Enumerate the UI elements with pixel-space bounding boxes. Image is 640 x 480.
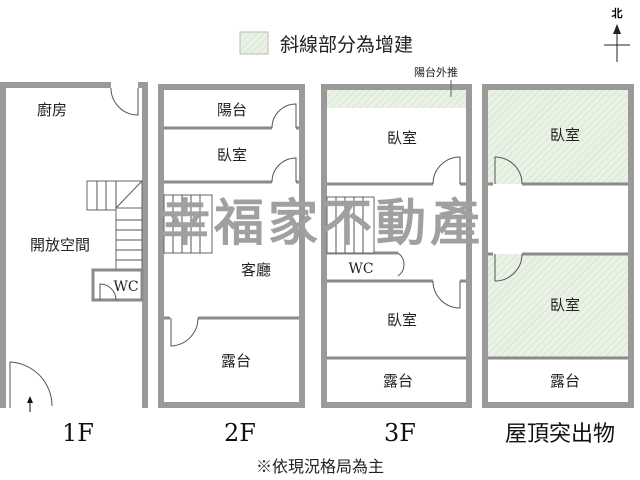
balcony-extension-note: 陽台外推 (414, 65, 458, 79)
extension-hatch (488, 90, 628, 184)
room-label: 客廳 (241, 261, 271, 279)
floor-2f: 陽台 臥室 客廳 露台 (158, 84, 305, 408)
room-label: 臥室 (550, 126, 580, 144)
floor-name: 3F (384, 419, 416, 447)
watermark: 幸福家不動產 (160, 194, 484, 252)
svg-text:北: 北 (612, 6, 623, 20)
legend-text: 斜線部分為增建 (280, 34, 413, 56)
staircase (326, 196, 375, 254)
legend-hatch-swatch (239, 31, 269, 55)
extension-hatch (327, 90, 466, 108)
floor-name: 屋頂突出物 (505, 422, 615, 447)
room-label: 臥室 (550, 296, 580, 314)
staircase (163, 194, 213, 254)
room-label: 臥室 (387, 129, 417, 147)
floor-3f: 陽台外推 臥室 WC 臥室 露台 (321, 65, 472, 408)
room-label: 陽台 (217, 101, 247, 119)
room-label: 露台 (383, 372, 413, 390)
room-label: 廚房 (37, 101, 67, 119)
room-label: 開放空間 (30, 236, 90, 254)
floor-roof: 臥室 臥室 露台 (482, 84, 634, 408)
room-label: 露台 (221, 352, 251, 370)
extension-hatch (488, 254, 628, 358)
room-label: WC (348, 261, 373, 277)
floor-name: 2F (224, 419, 256, 447)
entrance-arrow-icon (27, 396, 33, 403)
staircase (86, 180, 143, 271)
floor-1f: 廚房 開放空間 WC (0, 82, 148, 412)
room-label: 臥室 (387, 311, 417, 329)
room-label: 臥室 (217, 146, 247, 164)
room-label: WC (113, 279, 138, 295)
footer-note: ※依現況格局為主 (256, 457, 384, 476)
room-label: 露台 (550, 372, 580, 390)
north-arrow-icon: 北 (604, 6, 630, 62)
floor-name: 1F (62, 419, 94, 447)
